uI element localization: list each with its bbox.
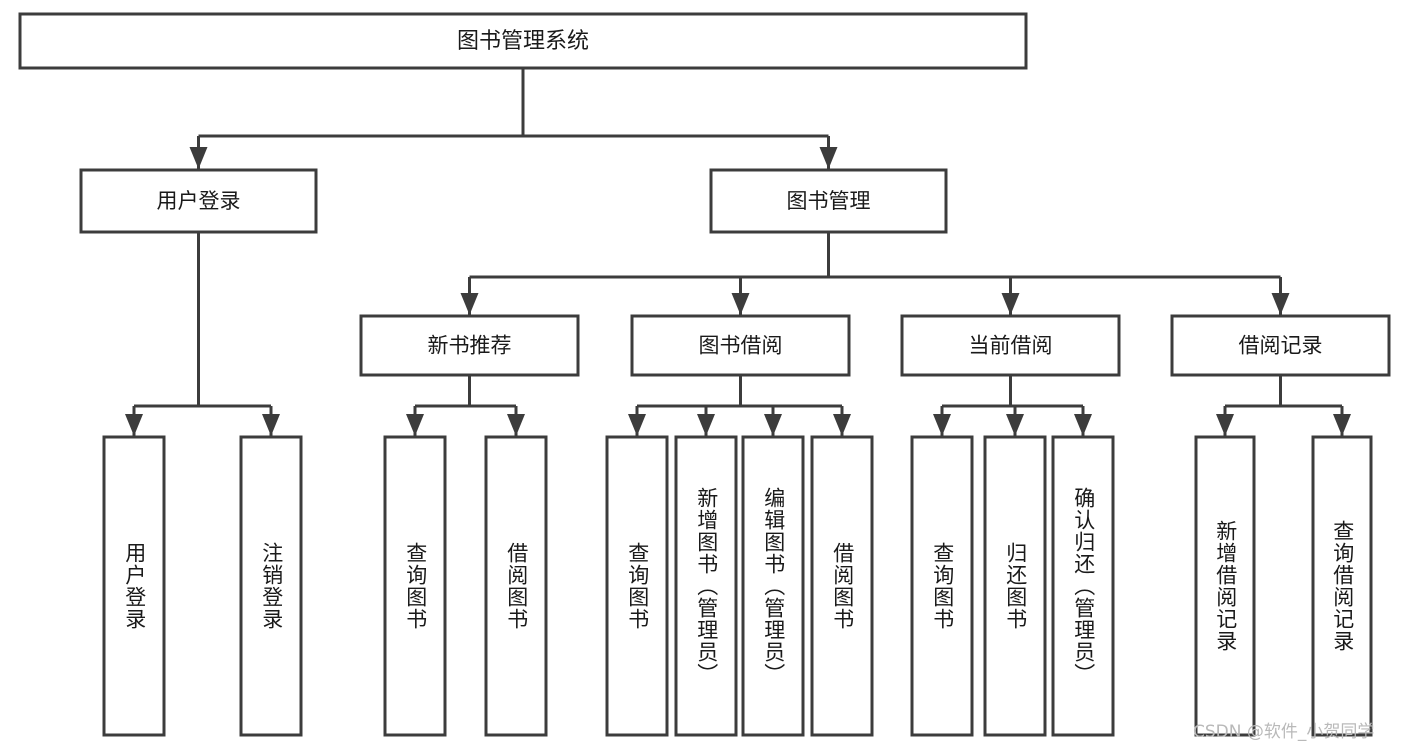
arrow-head-icon bbox=[262, 414, 280, 436]
node-label: 图书借阅 bbox=[699, 334, 783, 358]
arrow-head-icon bbox=[1271, 293, 1290, 315]
node-box-leaf-user-login[interactable] bbox=[102, 435, 166, 737]
node-box-book-borrow[interactable] bbox=[630, 314, 851, 377]
arrow-head-icon bbox=[731, 293, 750, 315]
node-label: 新书推荐 bbox=[428, 334, 512, 358]
arrow-head-icon bbox=[1001, 293, 1020, 315]
node-label: 借阅记录 bbox=[1239, 334, 1323, 358]
arrow-head-icon bbox=[507, 414, 525, 436]
node-box-leaf-borrow-book[interactable] bbox=[810, 435, 874, 737]
node-box-leaf-confirm-return-admin[interactable] bbox=[1051, 435, 1115, 737]
connectors-layer bbox=[125, 68, 1351, 436]
node-label: 图书管理 bbox=[787, 189, 871, 213]
arrow-head-icon bbox=[697, 414, 715, 436]
node-box-new-book-recommend[interactable] bbox=[359, 314, 580, 377]
node-label: 图书管理系统 bbox=[457, 29, 589, 54]
arrow-head-icon bbox=[1074, 414, 1092, 436]
arrow-head-icon bbox=[460, 293, 479, 315]
boxes-layer bbox=[18, 12, 1391, 737]
arrow-head-icon bbox=[1006, 414, 1024, 436]
arrow-head-icon bbox=[628, 414, 646, 436]
arrow-head-icon bbox=[1216, 414, 1234, 436]
node-box-borrow-record[interactable] bbox=[1170, 314, 1391, 377]
arrow-head-icon bbox=[189, 147, 208, 169]
node-box-leaf-logout[interactable] bbox=[239, 435, 303, 737]
node-box-leaf-add-borrow-record[interactable] bbox=[1194, 435, 1256, 737]
node-box-leaf-borrow-book-new[interactable] bbox=[484, 435, 548, 737]
node-label: 当前借阅 bbox=[969, 334, 1053, 358]
node-box-leaf-query-book-borrow[interactable] bbox=[605, 435, 669, 737]
csdn-watermark: CSDN @软件_小贺同学 bbox=[1193, 722, 1375, 742]
node-box-root[interactable] bbox=[18, 12, 1028, 70]
arrow-head-icon bbox=[933, 414, 951, 436]
arrow-head-icon bbox=[833, 414, 851, 436]
node-box-user-login[interactable] bbox=[79, 168, 318, 234]
arrow-head-icon bbox=[406, 414, 424, 436]
node-box-leaf-query-book-current[interactable] bbox=[910, 435, 974, 737]
node-box-current-borrow[interactable] bbox=[900, 314, 1121, 377]
arrow-head-icon bbox=[125, 414, 143, 436]
node-box-book-manage[interactable] bbox=[709, 168, 948, 234]
node-box-leaf-edit-book-admin[interactable] bbox=[741, 435, 805, 737]
node-box-leaf-query-borrow-record[interactable] bbox=[1311, 435, 1373, 737]
node-label: 用户登录 bbox=[157, 189, 241, 213]
arrow-head-icon bbox=[1333, 414, 1351, 436]
arrow-head-icon bbox=[819, 147, 838, 169]
node-box-leaf-add-book-admin[interactable] bbox=[674, 435, 738, 737]
arrow-head-icon bbox=[764, 414, 782, 436]
node-box-leaf-return-book[interactable] bbox=[983, 435, 1047, 737]
node-box-leaf-query-book-new[interactable] bbox=[383, 435, 447, 737]
